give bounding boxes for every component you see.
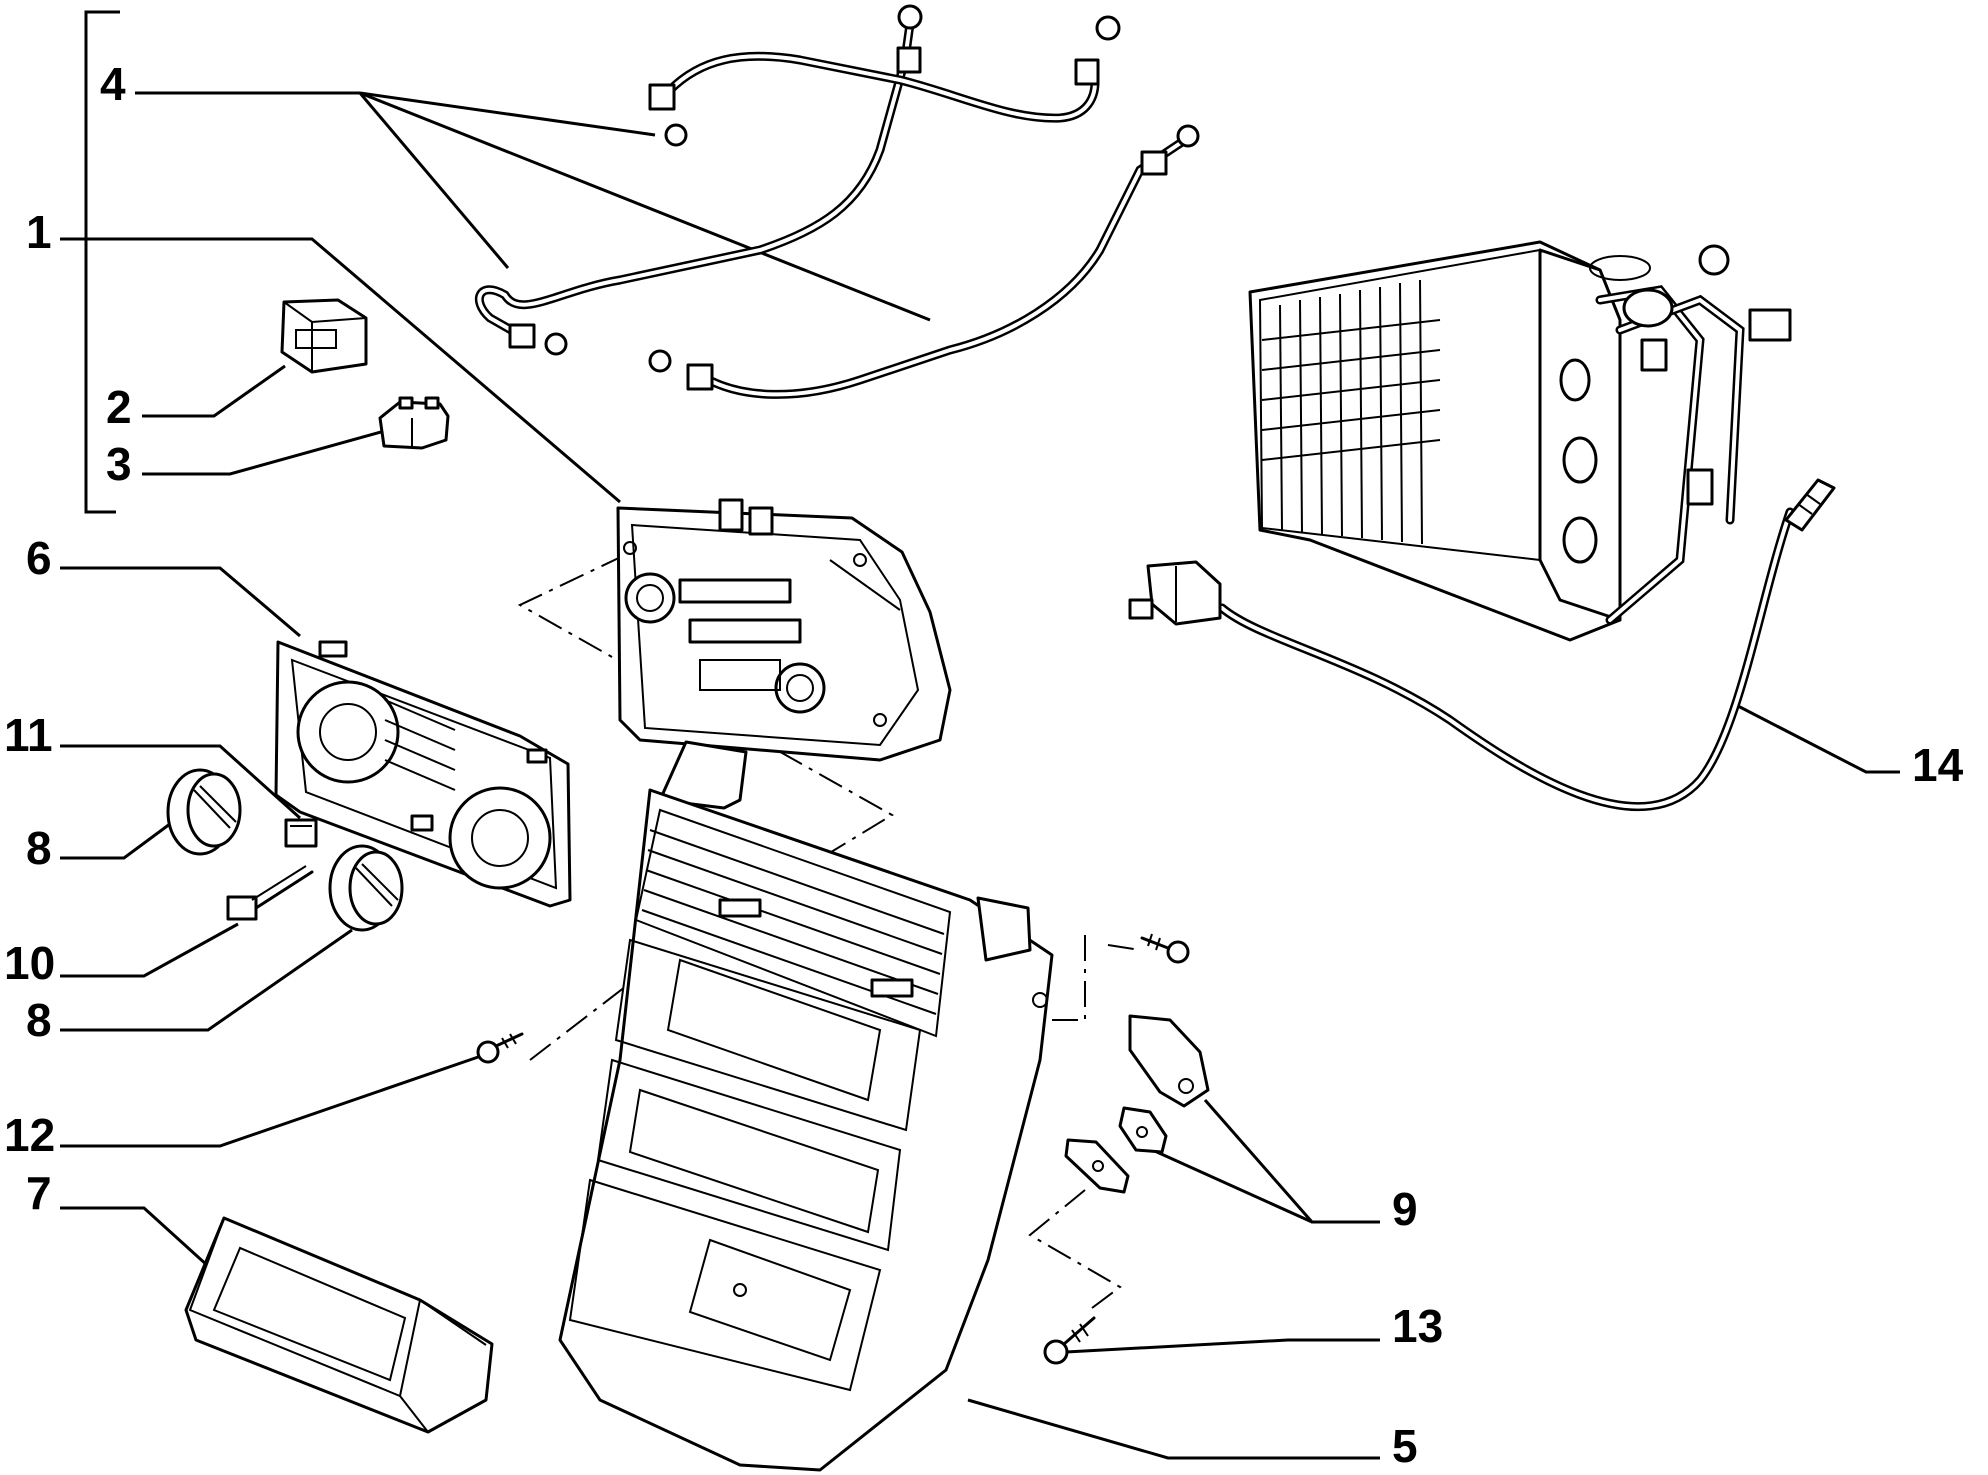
- leader-12: [60, 1053, 485, 1148]
- leader-6: [60, 566, 301, 638]
- leader-9-a: [1203, 1099, 1380, 1224]
- screw-right-lower: [1043, 1316, 1096, 1365]
- callout-label-12: 12: [4, 1109, 55, 1161]
- slide-lever: [226, 865, 314, 921]
- wire-clip-icon: [508, 323, 536, 349]
- leader-lines: [60, 91, 1900, 1460]
- vent-tab-icon: [718, 898, 762, 918]
- callout-label-3: 3: [106, 438, 132, 490]
- callout-label-10: 10: [4, 937, 55, 989]
- wire-clip-icon: [686, 363, 714, 391]
- ring-terminal-icon: [648, 349, 672, 373]
- ring-terminal-icon: [897, 4, 923, 30]
- callout-label-8-lower: 8: [26, 994, 52, 1046]
- evaporator-core: [1248, 240, 1792, 642]
- small-bulb: [284, 818, 318, 848]
- screw-right-upper: [1140, 933, 1190, 964]
- wire-clip-icon: [1074, 58, 1100, 86]
- sensor-cable: [1128, 478, 1836, 812]
- leader-8-upper: [60, 816, 179, 860]
- storage-tray: [184, 1216, 494, 1434]
- callout-label-8-upper: 8: [26, 822, 52, 874]
- callout-label-2: 2: [106, 381, 132, 433]
- leader-7: [60, 1206, 210, 1268]
- ring-terminal-icon: [664, 123, 688, 147]
- wiring-harness: [474, 4, 1200, 399]
- vent-tab-icon: [870, 978, 914, 998]
- callout-label-11: 11: [4, 709, 53, 761]
- callout-label-5: 5: [1392, 1420, 1418, 1472]
- ring-terminal-icon: [1176, 124, 1200, 148]
- leader-11: [60, 744, 302, 820]
- spring-clip-lower: [1064, 1138, 1130, 1194]
- wire-clip-icon: [648, 83, 676, 111]
- leader-9-b: [1147, 1146, 1313, 1224]
- leader-2: [142, 364, 286, 418]
- control-panel-assembly: [616, 498, 952, 762]
- leader-5: [967, 1398, 1380, 1460]
- spring-clip-upper: [1118, 1106, 1168, 1154]
- callout-label-6: 6: [26, 532, 52, 584]
- bulb-holder: [280, 298, 368, 374]
- callout-label-4: 4: [100, 58, 126, 110]
- callout-label-1: 1: [26, 206, 52, 258]
- callout-label-14: 14: [1912, 739, 1964, 791]
- mounting-bracket: [1128, 1014, 1210, 1108]
- callout-label-13: 13: [1392, 1300, 1443, 1352]
- center-console-bezel: [558, 740, 1054, 1472]
- control-faceplate: [274, 640, 572, 908]
- leader-3: [142, 428, 389, 476]
- screw-left: [476, 1032, 524, 1064]
- callout-label-9: 9: [1392, 1183, 1418, 1235]
- wire-clip-icon: [1140, 150, 1168, 176]
- ring-terminal-icon: [544, 332, 568, 356]
- leader-14: [1737, 704, 1900, 774]
- switch-component: [378, 396, 450, 450]
- leader-8-lower: [60, 928, 353, 1032]
- leader-13: [1065, 1338, 1380, 1354]
- leader-10: [60, 922, 239, 978]
- ring-terminal-icon: [1095, 15, 1121, 41]
- control-knob-upper: [166, 768, 242, 856]
- wire-clip-icon: [896, 46, 922, 74]
- group-bracket: [84, 10, 120, 514]
- callout-label-7: 7: [26, 1167, 52, 1219]
- leader-1: [60, 237, 621, 504]
- control-knob-lower: [328, 844, 404, 932]
